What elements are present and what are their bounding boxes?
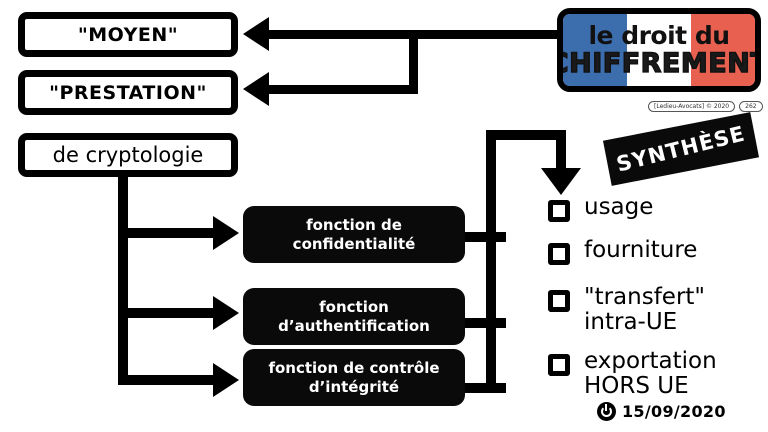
collector-down-to-checklist bbox=[556, 130, 566, 173]
box-fonction-confidentialite-label: fonction de confidentialité bbox=[292, 215, 416, 253]
box-prestation-label: "PRESTATION" bbox=[49, 81, 207, 104]
checkbox-icon[interactable] bbox=[548, 290, 570, 312]
checkbox-icon[interactable] bbox=[548, 354, 570, 376]
checklist-item-label: "transfert" intra-UE bbox=[584, 284, 706, 335]
box-de-cryptologie[interactable]: de cryptologie bbox=[18, 133, 238, 177]
box-fonction-authentification-label: fonction d’authentification bbox=[278, 297, 430, 335]
flag-band-blue bbox=[563, 14, 628, 86]
flag-band-white bbox=[627, 14, 691, 86]
credit-strip: [Ledieu-Avocats] © 2020 262 bbox=[648, 101, 763, 112]
synthese-banner-label: SYNTHÈSE bbox=[614, 121, 748, 177]
checklist-item-transfert-intra-ue[interactable]: "transfert" intra-UE bbox=[548, 285, 705, 335]
connector-logo-to-moyen bbox=[268, 30, 468, 39]
arrowhead-to-checklist bbox=[541, 168, 581, 195]
box-fonction-authentification[interactable]: fonction d’authentification bbox=[243, 288, 465, 345]
collector-stub-integrite bbox=[462, 383, 506, 393]
box-moyen-label: "MOYEN" bbox=[77, 23, 179, 46]
checkbox-icon[interactable] bbox=[548, 200, 570, 222]
collector-top-horizontal bbox=[486, 130, 566, 140]
box-fonction-confidentialite[interactable]: fonction de confidentialité bbox=[243, 206, 465, 263]
arrowhead-authentification bbox=[213, 296, 239, 330]
clock-icon bbox=[597, 402, 616, 421]
credit-author-pill: [Ledieu-Avocats] © 2020 bbox=[648, 101, 736, 112]
box-fonction-integrite-label: fonction de contrôle d’intégrité bbox=[268, 358, 440, 396]
branch-arm-confidentialite bbox=[118, 228, 218, 238]
checklist-item-usage[interactable]: usage bbox=[548, 195, 653, 222]
flag-band-red bbox=[690, 14, 755, 86]
checkbox-icon[interactable] bbox=[548, 243, 570, 265]
collector-stub-confidentialite bbox=[462, 232, 506, 242]
collector-vertical bbox=[486, 130, 496, 393]
synthese-banner: SYNTHÈSE bbox=[602, 112, 760, 186]
arrowhead-confidentialite bbox=[213, 216, 239, 250]
box-moyen[interactable]: "MOYEN" bbox=[18, 12, 238, 57]
collector-stub-authentification bbox=[462, 318, 506, 328]
arrowhead-to-moyen bbox=[243, 17, 269, 51]
brand-logo[interactable]: le droit du CHIFFREMENT bbox=[557, 8, 761, 92]
date-stamp: 15/09/2020 bbox=[597, 402, 726, 421]
date-stamp-label: 15/09/2020 bbox=[622, 402, 726, 421]
box-prestation[interactable]: "PRESTATION" bbox=[18, 70, 238, 115]
checklist-item-label: usage bbox=[584, 194, 654, 220]
box-fonction-integrite[interactable]: fonction de contrôle d’intégrité bbox=[243, 349, 465, 406]
connector-logo-horizontal bbox=[463, 30, 561, 39]
arrowhead-to-prestation bbox=[243, 72, 269, 106]
checklist-item-label: fourniture bbox=[584, 237, 698, 263]
checklist-item-exportation-hors-ue[interactable]: exportation HORS UE bbox=[548, 349, 717, 399]
connector-to-prestation bbox=[268, 85, 416, 94]
branch-arm-authentification bbox=[118, 308, 218, 318]
box-de-cryptologie-label: de cryptologie bbox=[52, 143, 204, 167]
connector-drop-vertical bbox=[409, 30, 418, 94]
arrowhead-integrite bbox=[213, 363, 239, 397]
branch-trunk-vertical bbox=[118, 177, 128, 385]
checklist-item-fourniture[interactable]: fourniture bbox=[548, 238, 697, 265]
branch-arm-integrite bbox=[118, 375, 218, 385]
checklist-item-label: exportation HORS UE bbox=[584, 348, 717, 399]
page-number-pill: 262 bbox=[739, 101, 763, 112]
